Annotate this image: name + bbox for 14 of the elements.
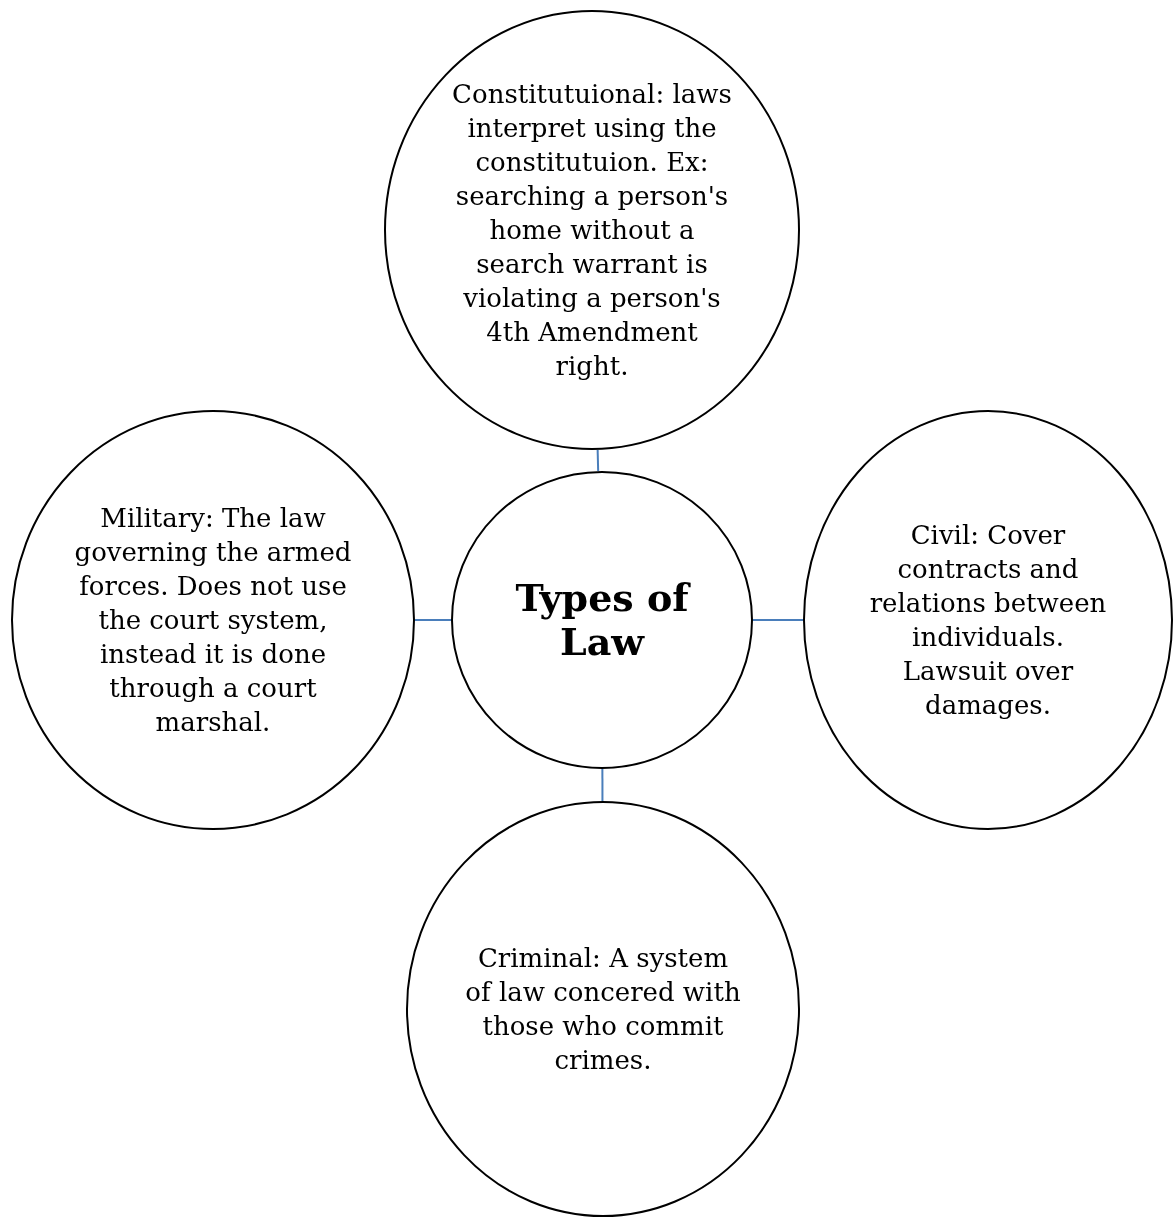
node-text: Civil: Cover contracts and relations between individuals. Lawsuit over damages. [868,519,1108,722]
topic-title: Types of Law [514,576,692,664]
circle-node [451,471,753,769]
node-text: Military: The law governing the armed forces. Does not use the court system, instead it is done through a court marshal. [73,502,353,739]
circle-node [406,801,800,1217]
circle-node [11,410,415,830]
connector-line [601,768,604,802]
connector-line [596,448,600,473]
connector-line [414,619,452,621]
node-text: Constitutuional: laws interpret using the constitutuion. Ex: searching a person's home without a search warrant is violating a person's 4th Amendment right. [451,78,733,383]
circle-node [384,10,800,450]
circle-node [803,410,1173,830]
connector-line [752,619,804,621]
node-text: Criminal: A system of law concered with those who commit crimes. [464,942,742,1077]
